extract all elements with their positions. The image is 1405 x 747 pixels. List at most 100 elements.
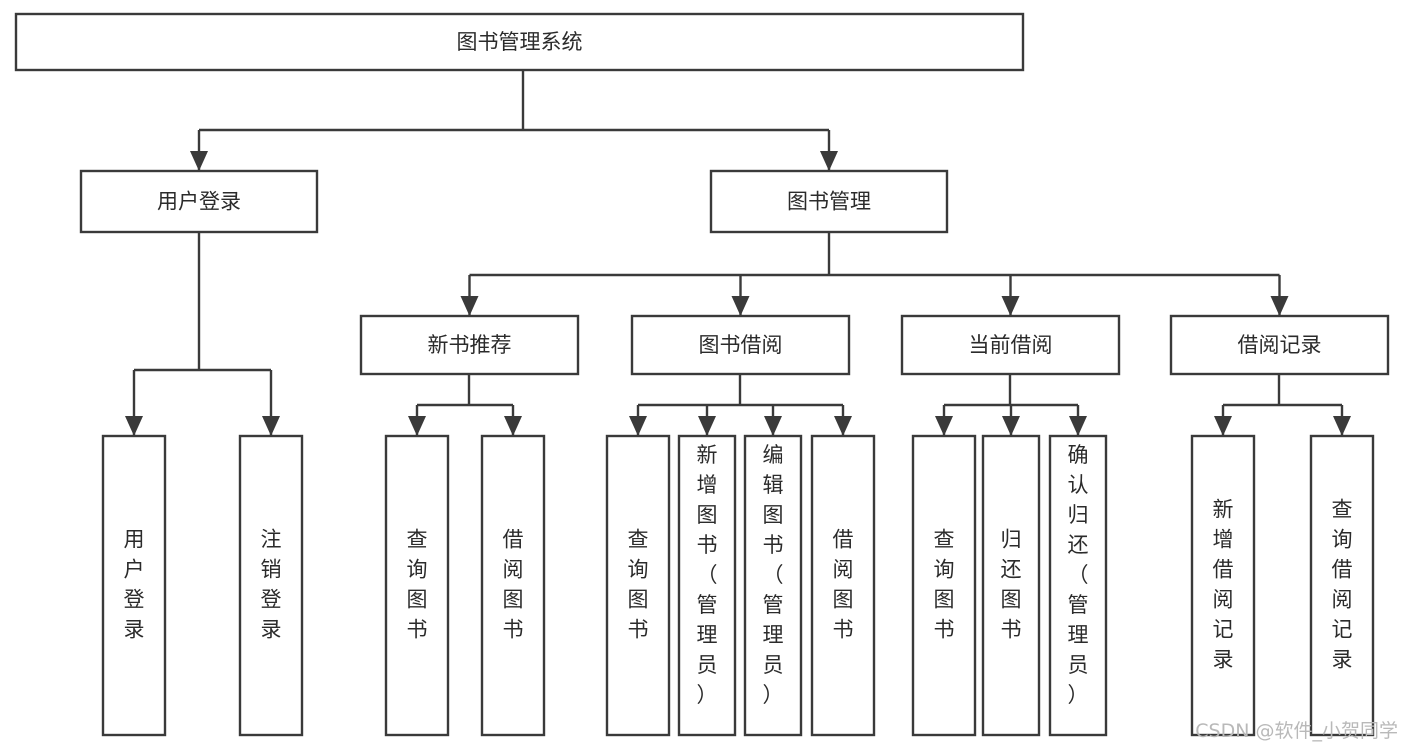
node-box-leaf-add-record (1190, 434, 1256, 737)
node-label-char-leaf-borrow-book-1-2: 图 (503, 588, 524, 612)
node-box-leaf-return-book (981, 434, 1041, 737)
arrow-head-icon (834, 416, 852, 436)
arrow-head-icon (1001, 296, 1020, 316)
node-label-char-leaf-query-book-1-0: 查 (407, 528, 428, 552)
node-label-char-leaf-query-book-1-1: 询 (407, 558, 428, 582)
arrow-head-icon (460, 296, 479, 316)
node-label-char-leaf-confirm-return-3: 还 (1068, 533, 1089, 557)
arrow-head-icon (1333, 416, 1351, 436)
node-label-char-leaf-add-record-4: 记 (1213, 618, 1234, 642)
node-book-management[interactable]: 图书管理 (709, 169, 949, 234)
node-label-char-leaf-confirm-return-5: 管 (1068, 593, 1089, 617)
node-label-char-leaf-query-book-2-1: 询 (628, 558, 649, 582)
arrow-head-icon (1002, 416, 1020, 436)
node-label-char-leaf-borrow-book-2-1: 阅 (833, 558, 854, 582)
arrow-head-icon (125, 416, 143, 436)
node-new-book-recommend[interactable]: 新书推荐 (359, 314, 580, 376)
node-box-root (14, 12, 1025, 72)
node-label-char-leaf-user-login-2: 登 (124, 588, 145, 612)
node-box-leaf-query-book-2 (605, 434, 671, 737)
node-label-char-leaf-borrow-book-2-2: 图 (833, 588, 854, 612)
arrow-head-icon (262, 416, 280, 436)
node-label-char-leaf-add-book-1: 增 (697, 473, 718, 497)
arrow-head-icon (731, 296, 750, 316)
node-label-char-leaf-add-book-0: 新 (697, 443, 718, 467)
node-layer: 图书管理系统用户登录图书管理新书推荐图书借阅当前借阅借阅记录用户登录注销登录查询… (14, 12, 1390, 737)
node-label-char-leaf-borrow-book-1-1: 阅 (503, 558, 524, 582)
node-box-leaf-edit-book (743, 434, 803, 737)
connector-userlogin-to-leaves (125, 232, 280, 436)
node-label-char-leaf-add-record-1: 增 (1213, 528, 1234, 552)
node-box-leaf-query-book-1 (384, 434, 450, 737)
node-box-leaf-add-book (677, 434, 737, 737)
node-root[interactable]: 图书管理系统 (14, 12, 1025, 72)
node-user-login[interactable]: 用户登录 (79, 169, 319, 234)
node-current-borrow[interactable]: 当前借阅 (900, 314, 1121, 376)
node-label-char-leaf-confirm-return-0: 确 (1068, 443, 1089, 467)
node-label-char-leaf-query-book-2-3: 书 (628, 618, 649, 642)
node-label-char-leaf-add-book-2: 图 (697, 503, 718, 527)
node-book-borrow[interactable]: 图书借阅 (630, 314, 851, 376)
node-label-char-leaf-confirm-return-1: 认 (1068, 473, 1089, 497)
node-label-char-leaf-edit-book-6: 理 (763, 623, 784, 647)
watermark-layer: CSDN @软件_小贺同学 (1195, 720, 1398, 742)
node-label-char-leaf-return-book-2: 图 (1001, 588, 1022, 612)
node-borrow-record[interactable]: 借阅记录 (1169, 314, 1390, 376)
node-label-char-leaf-query-book-3-0: 查 (934, 528, 955, 552)
node-label-char-leaf-borrow-book-2-3: 书 (833, 618, 854, 642)
connector-layer (125, 70, 1351, 436)
arrow-head-icon (820, 151, 838, 171)
node-label-char-leaf-confirm-return-7: 员 (1068, 653, 1089, 677)
node-label-char-leaf-edit-book-0: 编 (763, 443, 784, 467)
node-label-char-leaf-confirm-return-2: 归 (1068, 503, 1089, 527)
node-label-char-leaf-edit-book-3: 书 (763, 533, 784, 557)
node-box-leaf-user-logout (238, 434, 304, 737)
node-label-char-leaf-edit-book-2: 图 (763, 503, 784, 527)
arrow-head-icon (408, 416, 426, 436)
connector-root-to-level1 (190, 70, 838, 171)
node-leaf-user-login[interactable]: 用户登录 (101, 434, 167, 737)
node-label-char-leaf-user-logout-2: 登 (261, 588, 282, 612)
node-box-current-borrow (900, 314, 1121, 376)
arrow-head-icon (629, 416, 647, 436)
connector-bookmgmt-to-level2 (460, 232, 1289, 316)
node-label-char-leaf-add-record-5: 录 (1213, 648, 1234, 672)
node-label-char-leaf-borrow-book-1-3: 书 (503, 618, 524, 642)
node-label-char-leaf-borrow-book-1-0: 借 (503, 528, 524, 552)
node-box-leaf-query-book-3 (911, 434, 977, 737)
arrow-head-icon (764, 416, 782, 436)
node-box-user-login (79, 169, 319, 234)
node-box-leaf-user-login (101, 434, 167, 737)
arrow-head-icon (1214, 416, 1232, 436)
arrow-head-icon (190, 151, 208, 171)
node-box-leaf-borrow-book-1 (480, 434, 546, 737)
node-label-char-leaf-add-book-8: ） (697, 683, 718, 707)
node-label-char-leaf-add-book-5: 管 (697, 593, 718, 617)
node-label-char-leaf-add-book-7: 员 (697, 653, 718, 677)
node-label-char-leaf-user-login-3: 录 (124, 618, 145, 642)
node-label-char-leaf-add-book-3: 书 (697, 533, 718, 557)
node-label-char-leaf-user-login-0: 用 (124, 528, 145, 552)
connector-bookborrow-to-leaves (629, 374, 852, 436)
node-label-char-leaf-query-book-3-1: 询 (934, 558, 955, 582)
node-label-char-leaf-user-logout-0: 注 (261, 528, 282, 552)
node-box-new-book-recommend (359, 314, 580, 376)
node-label-char-leaf-add-record-2: 借 (1213, 558, 1234, 582)
arrow-head-icon (504, 416, 522, 436)
arrow-head-icon (1270, 296, 1289, 316)
node-label-char-leaf-query-book-1-2: 图 (407, 588, 428, 612)
node-label-char-leaf-query-record-0: 查 (1332, 498, 1353, 522)
